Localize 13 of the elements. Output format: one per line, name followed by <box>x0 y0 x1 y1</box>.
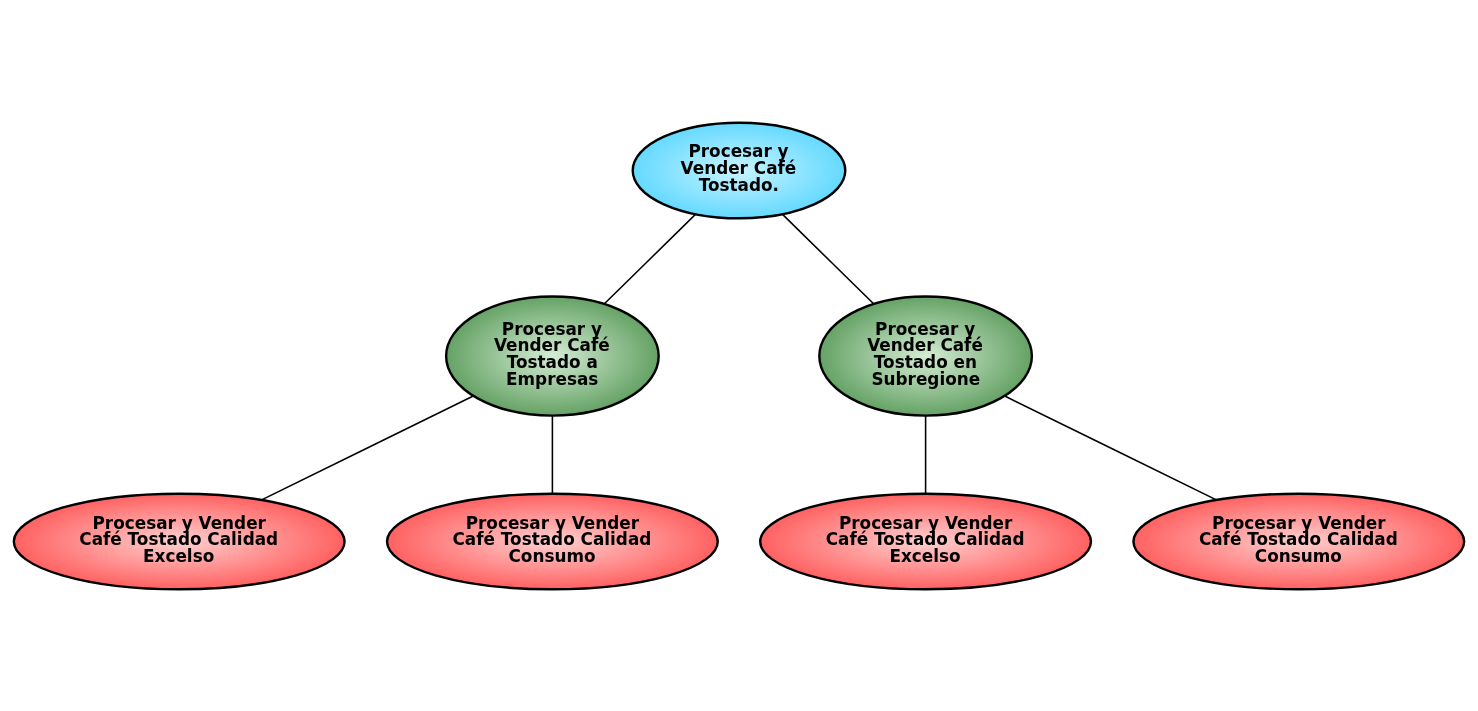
connector <box>1003 394 1218 501</box>
node-ellipse: Procesar y Vender Café Tostado Calidad Consumo <box>385 492 719 590</box>
connector <box>603 212 697 305</box>
node-ellipse: Procesar y Vender Café Tostado Calidad Excelso <box>759 492 1093 590</box>
connector <box>260 394 475 501</box>
node-ellipse: Procesar y Vender Café Tostado Calidad Excelso <box>12 492 346 590</box>
node-ellipse: Procesar y Vender Café Tostado. <box>631 121 847 219</box>
connector <box>924 414 927 494</box>
node-ellipse: Procesar y Vender Café Tostado a Empresas <box>444 294 660 417</box>
connector <box>551 414 554 494</box>
node-ellipse: Procesar y Vender Café Tostado en Subregione <box>818 294 1034 417</box>
node-ellipse: Procesar y Vender Café Tostado Calidad Consumo <box>1132 492 1466 590</box>
connector <box>781 212 875 305</box>
